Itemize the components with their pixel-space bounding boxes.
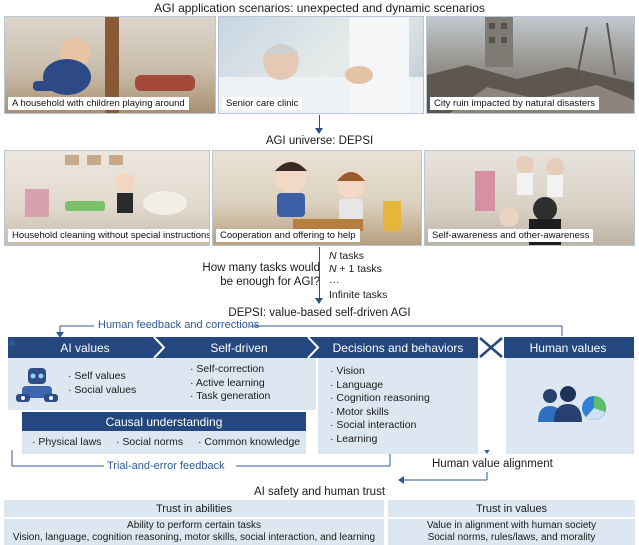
decisions-panel: · Vision · Language · Cognition reasonin…	[318, 358, 478, 454]
self-driven-band: Self-driven	[162, 337, 316, 358]
robot-icon	[16, 368, 58, 402]
decision-item: · Social interaction	[330, 419, 417, 431]
causal-band: Causal understanding	[22, 412, 306, 431]
scenario-caption: Senior care clinic	[222, 97, 303, 110]
self-driven-item: · Self-correction	[190, 363, 265, 375]
causal-panel: · Physical laws · Social norms · Common …	[22, 431, 306, 454]
human-values-panel	[506, 358, 634, 454]
trust-abilities-head: Trust in abilities	[4, 500, 384, 517]
cooperation-robots-illustration	[275, 161, 401, 231]
human-feedback-loop	[56, 325, 563, 338]
scenario-photo-household: A household with children playing around	[4, 16, 216, 114]
flow-arrow-line	[319, 247, 320, 299]
flow-arrow-head	[315, 298, 323, 304]
task-caption: Self-awareness and other-awareness	[428, 229, 594, 242]
universe-title: AGI universe: DEPSI	[265, 135, 374, 147]
decision-item: · Vision	[330, 365, 365, 377]
ai-values-band: AI values	[8, 337, 162, 358]
cleaning-robot-illustration	[25, 155, 187, 217]
human-value-alignment: Human value alignment	[432, 458, 553, 470]
question-line: How many tasks would	[202, 262, 320, 274]
scenario-photo-city-ruin: City ruin impacted by natural disasters	[426, 16, 635, 114]
self-driven-item: · Task generation	[190, 390, 271, 402]
chevron-right-icon	[307, 337, 320, 358]
trust-abilities-line: Ability to perform certain tasks	[127, 520, 261, 531]
ai-value-item: · Social values	[68, 383, 137, 396]
causal-item: · Physical laws	[32, 436, 102, 448]
trial-feedback-loop	[11, 450, 490, 484]
human-values-band: Human values	[502, 337, 634, 358]
task-count-n1: N + 1 tasks	[329, 263, 382, 275]
people-icon	[538, 386, 606, 422]
scenario-photo-senior-care: Senior care clinic	[218, 16, 424, 114]
task-caption: Household cleaning without special instr…	[8, 229, 209, 242]
task-photo-self-awareness: Self-awareness and other-awareness	[424, 150, 635, 246]
depsi-title: DEPSI: value-based self-driven AGI	[228, 307, 411, 319]
human-feedback-label: Human feedback and corrections	[98, 319, 260, 331]
cross-arrows-icon	[478, 337, 504, 358]
ai-values-panel: · Self values · Social values	[8, 358, 162, 410]
trial-feedback-arrowhead	[8, 338, 16, 346]
task-count-n: N tasks	[329, 250, 365, 262]
senior-care-illustration	[219, 17, 423, 113]
self-driven-item: · Active learning	[190, 376, 265, 389]
flow-arrow-head	[315, 128, 323, 134]
task-count-list: N tasks N + 1 tasks ··· Infinite tasks	[329, 250, 387, 302]
self-driven-list: · Self-correction · Active learning · Ta…	[190, 363, 270, 404]
decisions-band: Decisions and behaviors	[316, 337, 480, 358]
decision-item: · Cognition reasoning	[330, 392, 430, 404]
self-driven-panel: · Self-correction · Active learning · Ta…	[162, 358, 316, 410]
task-photo-cooperation: Cooperation and offering to help	[212, 150, 422, 246]
trust-values-line: Value in alignment with human society	[426, 520, 597, 531]
decision-item: · Learning	[330, 432, 378, 445]
diagram-title: AGI application scenarios: unexpected an…	[154, 1, 485, 15]
trust-values-head: Trust in values	[388, 500, 635, 517]
decisions-list: · Vision · Language · Cognition reasonin…	[330, 365, 430, 446]
question-text: How many tasks would be enough for AGI?	[196, 261, 320, 289]
trust-values-body: Value in alignment with human society So…	[388, 519, 635, 545]
question-line: be enough for AGI?	[220, 276, 320, 288]
chevron-right-icon	[153, 337, 166, 358]
causal-item: · Common knowledge	[198, 436, 301, 448]
trust-abilities-line: Vision, language, cognition reasoning, m…	[12, 532, 376, 543]
task-photo-household-cleaning: Household cleaning without special instr…	[4, 150, 210, 246]
pie-chart-icon	[582, 396, 606, 420]
ai-value-item: · Self values	[68, 370, 126, 382]
task-count-dots: ···	[329, 276, 340, 288]
decision-item: · Motor skills	[330, 405, 389, 418]
causal-item: · Social norms	[116, 436, 184, 448]
decision-item: · Language	[330, 378, 384, 391]
task-count-infinite: Infinite tasks	[329, 289, 388, 301]
ai-values-list: · Self values · Social values	[68, 370, 136, 397]
trust-values-line: Social norms, rules/laws, and morality	[427, 532, 596, 543]
flow-arrow-line	[319, 115, 320, 129]
scenario-caption: City ruin impacted by natural disasters	[430, 97, 600, 110]
task-caption: Cooperation and offering to help	[216, 229, 360, 242]
scenario-caption: A household with children playing around	[8, 97, 189, 110]
child-illustration	[33, 17, 195, 113]
ai-safety-label: AI safety and human trust	[253, 486, 386, 498]
trial-feedback-label: Trial-and-error feedback	[107, 460, 225, 472]
trust-abilities-body: Ability to perform certain tasks Vision,…	[4, 519, 384, 545]
